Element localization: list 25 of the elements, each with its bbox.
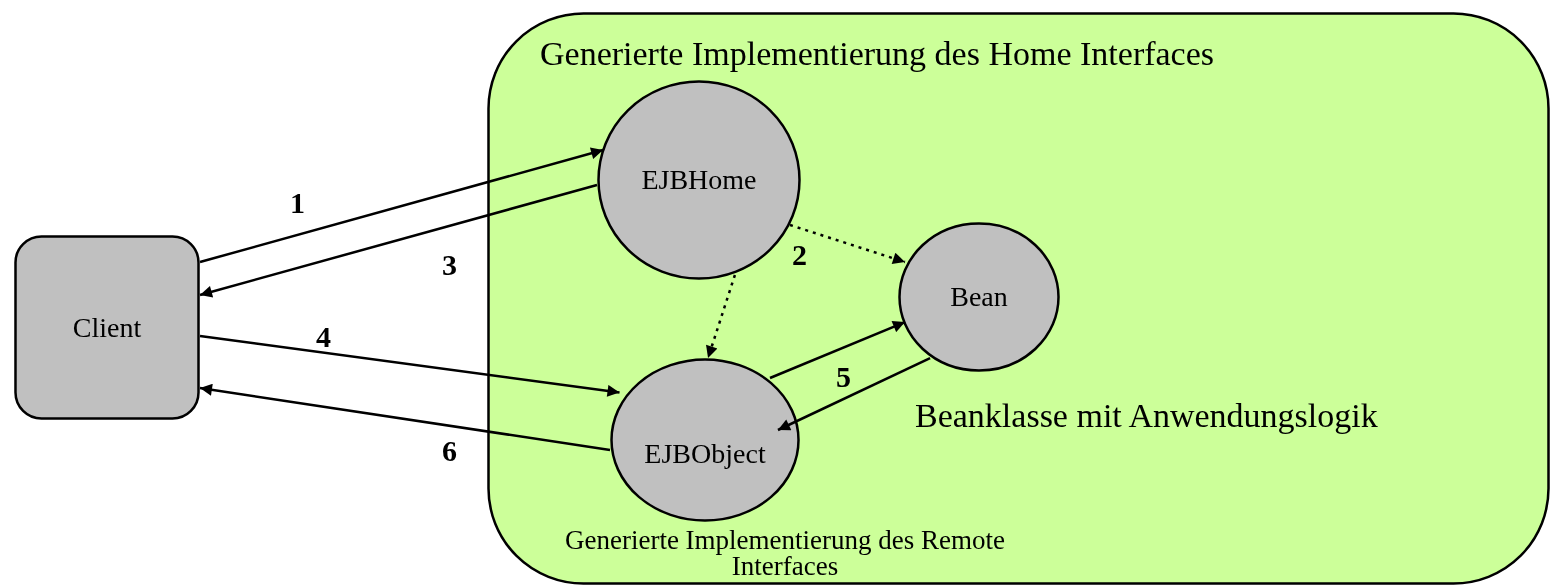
- caption-text: Generierte Implementierung des Remote Interfaces: [563, 528, 1007, 580]
- container-box: [487, 12, 1550, 585]
- ellipse-node: [610, 358, 800, 522]
- edge-label: 3: [442, 250, 457, 280]
- node-label: EJBHome: [640, 166, 758, 194]
- node-label: Bean: [949, 283, 1009, 311]
- dotted-arrow: [706, 274, 737, 359]
- caption-text: Beanklasse mit Anwendungslogik: [915, 400, 1378, 433]
- node-label: Client: [71, 313, 143, 342]
- dotted-arrow: [789, 223, 906, 265]
- ellipse-node: [898, 222, 1060, 372]
- edge-label: 1: [290, 188, 305, 218]
- container-heading: Generierte Implementierung des Home Interfaces: [540, 37, 1215, 71]
- edge-label: 6: [442, 436, 457, 466]
- node-label: EJBObject: [643, 440, 767, 468]
- arrow: [199, 383, 611, 452]
- arrow: [199, 334, 620, 397]
- arrow: [199, 183, 598, 298]
- arrow: [199, 147, 604, 264]
- edge-label: 5: [836, 362, 851, 392]
- client-box: [14, 235, 200, 420]
- arrow: [777, 356, 931, 432]
- edge-label: 2: [792, 240, 807, 270]
- edge-label: 4: [316, 322, 331, 352]
- arrow: [769, 320, 906, 380]
